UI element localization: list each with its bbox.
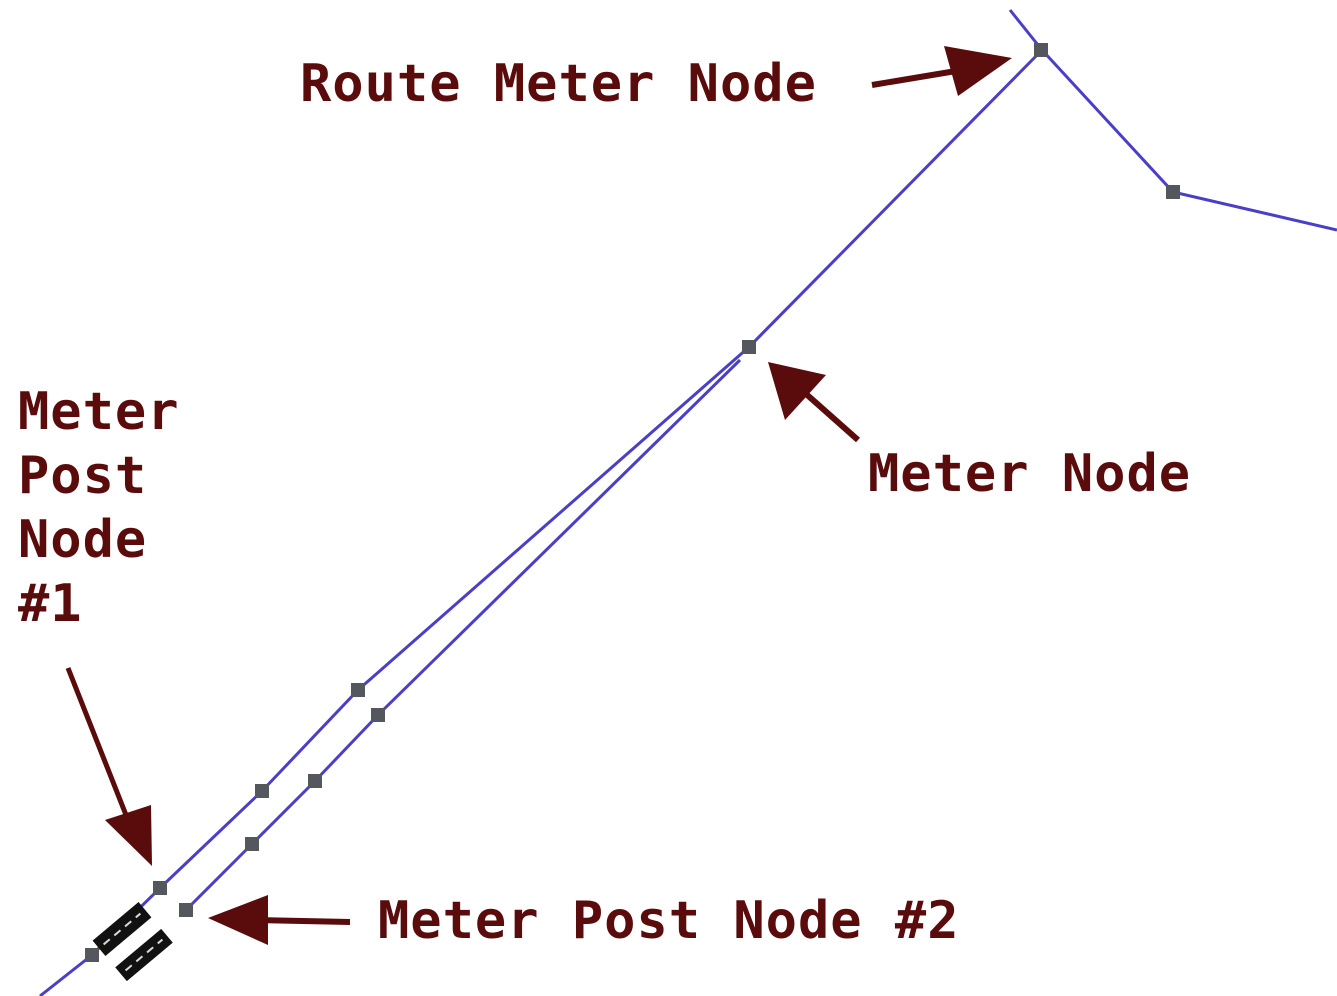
- node-icon[interactable]: [351, 683, 365, 697]
- meter-node-label: Meter Node: [868, 444, 1192, 504]
- meter-post-node-2-icon[interactable]: [179, 903, 193, 917]
- meter-post-node-1-icon[interactable]: [153, 881, 167, 895]
- node-icon[interactable]: [85, 948, 99, 962]
- right-branch-line: [1040, 48, 1337, 232]
- arrow-icon: [768, 362, 860, 443]
- arrows: [65, 46, 1012, 945]
- meter-post-node-1-line-2: Post: [18, 446, 148, 506]
- meter-post-node-2-label: Meter Post Node #2: [378, 891, 960, 951]
- parallel-line: [184, 358, 742, 912]
- route-meter-node-label: Route Meter Node: [300, 54, 817, 114]
- arrow-icon: [208, 895, 351, 945]
- meter-post-node-1-label: Meter Post Node #1: [18, 380, 180, 636]
- node-icon[interactable]: [1166, 185, 1180, 199]
- node-icon[interactable]: [255, 784, 269, 798]
- main-line: [39, 48, 1044, 996]
- meter-node-icon[interactable]: [742, 340, 756, 354]
- node-icon[interactable]: [371, 708, 385, 722]
- route-meter-node-icon[interactable]: [1034, 43, 1048, 57]
- meter-post-node-1-line-1: Meter: [18, 382, 180, 442]
- meter-post-node-1-line-3: Node: [18, 510, 148, 570]
- arrow-icon: [65, 667, 152, 866]
- node-icon[interactable]: [245, 837, 259, 851]
- meter-post-icon: [92, 902, 173, 982]
- node-icon[interactable]: [308, 774, 322, 788]
- arrow-icon: [871, 46, 1012, 96]
- meter-post-node-1-line-4: #1: [18, 574, 83, 634]
- nodes: [85, 43, 1180, 962]
